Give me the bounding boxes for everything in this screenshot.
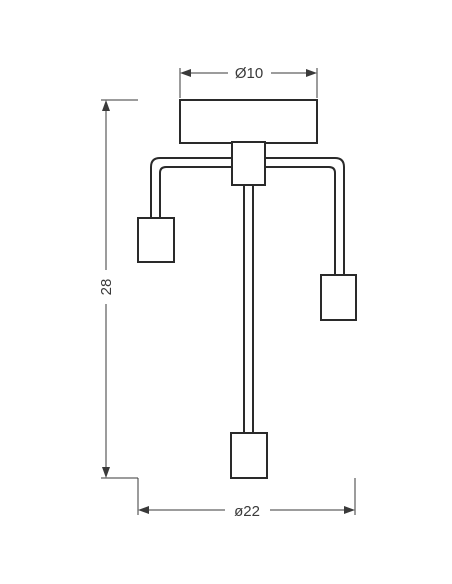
arrowhead-right-icon [306, 69, 317, 77]
right-arm [265, 157, 345, 274]
arrowhead-left-icon [138, 506, 149, 514]
arrowhead-left-icon [180, 69, 191, 77]
bottom-diameter-dimension: ø22 [137, 478, 356, 520]
bottom-diameter-label: ø22 [234, 503, 260, 520]
arrowhead-right-icon [344, 506, 355, 514]
center-stem [243, 186, 254, 432]
right-socket [320, 274, 357, 321]
left-socket [137, 217, 175, 263]
ceiling-canopy [179, 99, 318, 144]
top-diameter-label: Ø10 [235, 65, 263, 82]
bottom-socket [230, 432, 268, 479]
height-label: 28 [98, 279, 115, 296]
height-dimension: 28 [98, 99, 138, 479]
arrowhead-down-icon [102, 467, 110, 478]
arrowhead-up-icon [102, 100, 110, 111]
top-diameter-dimension: Ø10 [179, 65, 318, 98]
central-hub [231, 141, 266, 186]
left-arm [150, 157, 232, 217]
